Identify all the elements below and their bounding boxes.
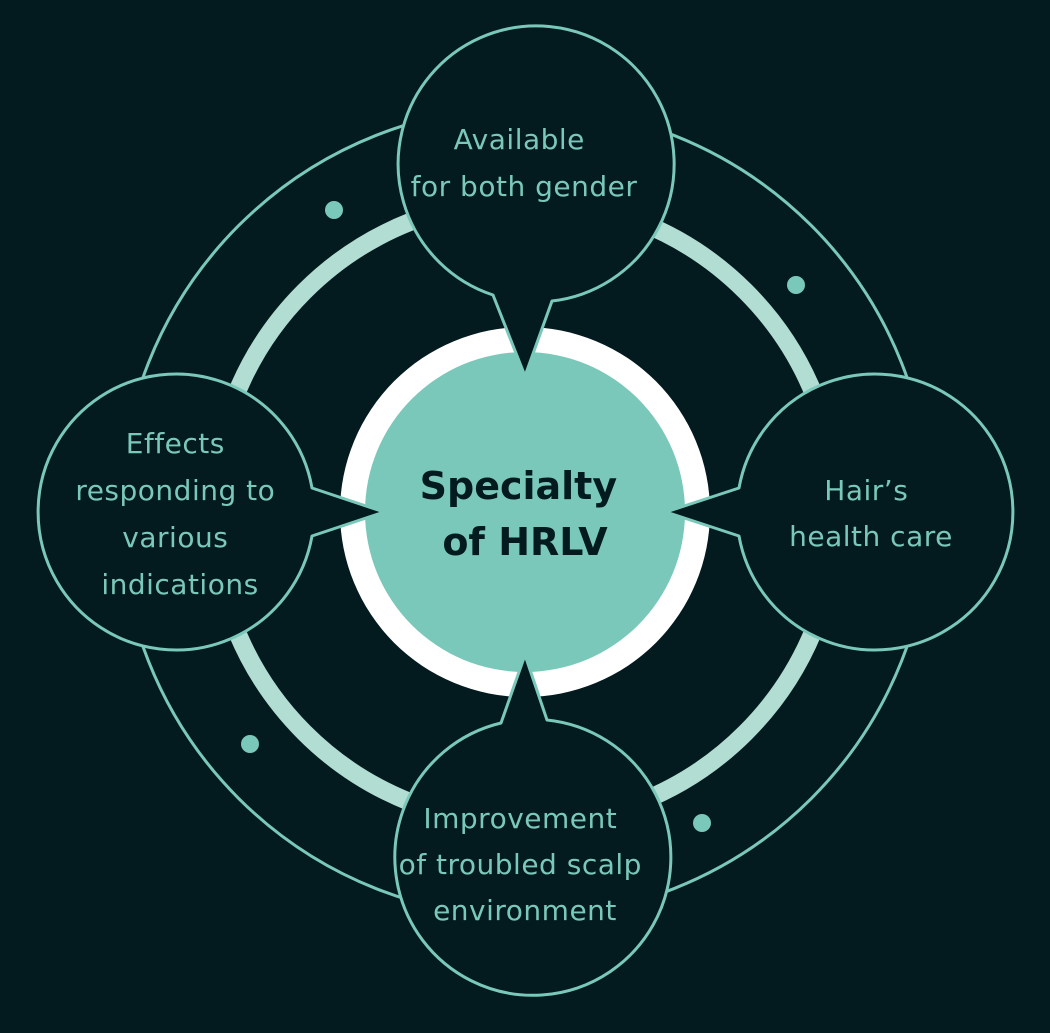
right-node-line: Hair’s (824, 474, 908, 507)
center-title-line: Specialty (420, 464, 618, 508)
top-node-label: Available for both gender (411, 123, 638, 203)
center-title: Specialty of HRLV (420, 464, 631, 564)
left-node-label: Effects responding to various indication… (75, 427, 284, 601)
center-circle (365, 352, 685, 672)
bottom-node-line: Improvement (423, 802, 617, 835)
left-bubble (36, 372, 386, 652)
top-bubble (396, 24, 676, 378)
bottom-bubble (393, 653, 673, 997)
left-node-line: various (122, 521, 228, 554)
bottom-node-line: of troubled scalp (399, 848, 642, 881)
bottom-node-label: Improvement of troubled scalp environmen… (399, 802, 652, 927)
right-node-line: health care (789, 520, 953, 553)
left-node-line: responding to (75, 474, 275, 507)
ring-dot-lower-right (693, 814, 711, 832)
top-node-line: for both gender (411, 170, 638, 203)
ring-dot-lower-left (241, 735, 259, 753)
right-node-label: Hair’s health care (789, 474, 953, 553)
top-node-line: Available (454, 123, 585, 156)
right-bubble (664, 372, 1015, 652)
bottom-node-line: environment (433, 894, 617, 927)
left-node-line: Effects (126, 427, 225, 460)
left-node-line: indications (101, 568, 258, 601)
ring-dot-upper-right (787, 276, 805, 294)
center-title-line: of HRLV (442, 520, 608, 564)
ring-dot-upper-left (325, 201, 343, 219)
